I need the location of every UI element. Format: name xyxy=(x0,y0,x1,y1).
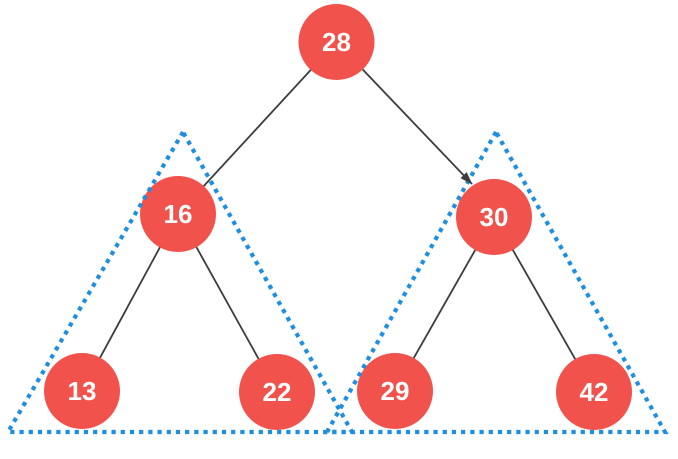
tree-node-left-left: 13 xyxy=(44,353,120,429)
node-value: 28 xyxy=(322,27,351,57)
tree-node-right-right: 42 xyxy=(556,354,632,430)
edge-root-to-right-arrow xyxy=(362,68,473,185)
node-value: 13 xyxy=(68,376,97,406)
node-circle xyxy=(44,353,120,429)
node-circle xyxy=(239,354,315,430)
node-circle xyxy=(298,4,375,80)
tree-node-left-right: 22 xyxy=(239,354,315,430)
node-value: 29 xyxy=(381,376,410,406)
node-value: 22 xyxy=(263,377,292,407)
node-value: 16 xyxy=(164,199,193,229)
tree-node-right-left: 29 xyxy=(357,353,433,429)
node-circle xyxy=(456,179,532,255)
tree-node-right: 30 xyxy=(456,179,532,255)
left-subtree-outline xyxy=(4,127,356,435)
node-circle xyxy=(556,354,632,430)
node-value: 30 xyxy=(480,202,509,232)
node-value: 42 xyxy=(580,377,609,407)
tree-node-root: 28 xyxy=(298,4,375,80)
node-circle xyxy=(140,176,216,252)
tree-node-left: 16 xyxy=(140,176,216,252)
edge-root-to-left xyxy=(177,41,338,215)
node-circle xyxy=(357,353,433,429)
